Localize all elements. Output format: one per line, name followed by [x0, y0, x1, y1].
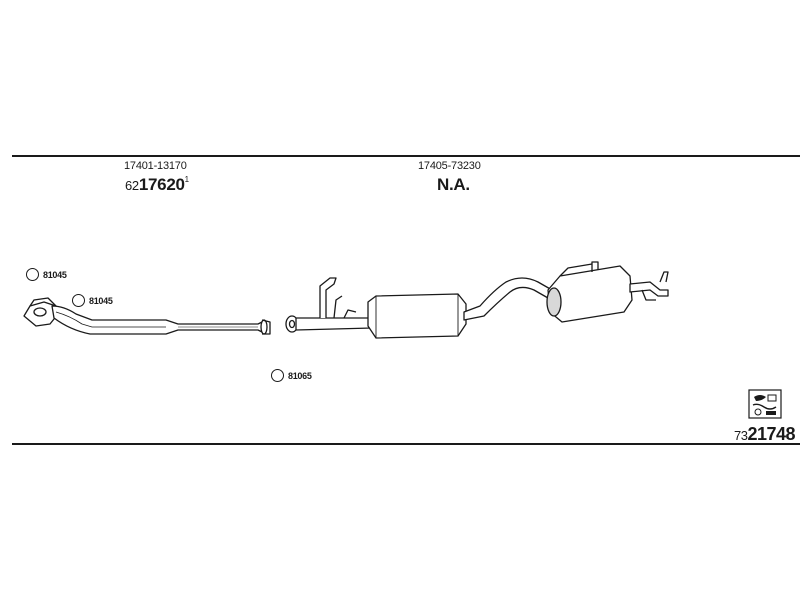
- exhaust-brand-logo-icon: [748, 389, 782, 419]
- catalog-number: 7321748: [734, 424, 796, 445]
- ring-icon: [26, 268, 39, 281]
- front-pipe-code-main: 17620: [138, 175, 185, 194]
- silencer-code[interactable]: N.A.: [437, 175, 470, 194]
- top-divider-line: [12, 155, 800, 157]
- ring-icon: [72, 294, 85, 307]
- silencer-part-number: 17405-73230: [418, 160, 481, 172]
- ref-label: 81045: [43, 269, 67, 280]
- catalog-number-main: 21748: [747, 424, 796, 444]
- catalog-number-prefix: 73: [734, 428, 748, 443]
- rear-silencer-assembly[interactable]: [285, 261, 669, 339]
- ring-icon: [271, 369, 284, 382]
- ref-ring-3[interactable]: 81065: [271, 369, 312, 382]
- ref-label: 81065: [288, 370, 312, 381]
- front-pipe-code-prefix: 62: [125, 178, 139, 193]
- ref-label: 81045: [89, 295, 113, 306]
- ref-ring-2[interactable]: 81045: [72, 294, 113, 307]
- bottom-divider-line: [12, 443, 800, 445]
- front-pipe[interactable]: [23, 297, 271, 335]
- front-pipe-code[interactable]: 62176201: [125, 175, 189, 195]
- front-pipe-part-number: 17401-13170: [124, 160, 187, 172]
- ref-ring-1[interactable]: 81045: [26, 268, 67, 281]
- front-pipe-code-superscript: 1: [184, 175, 189, 184]
